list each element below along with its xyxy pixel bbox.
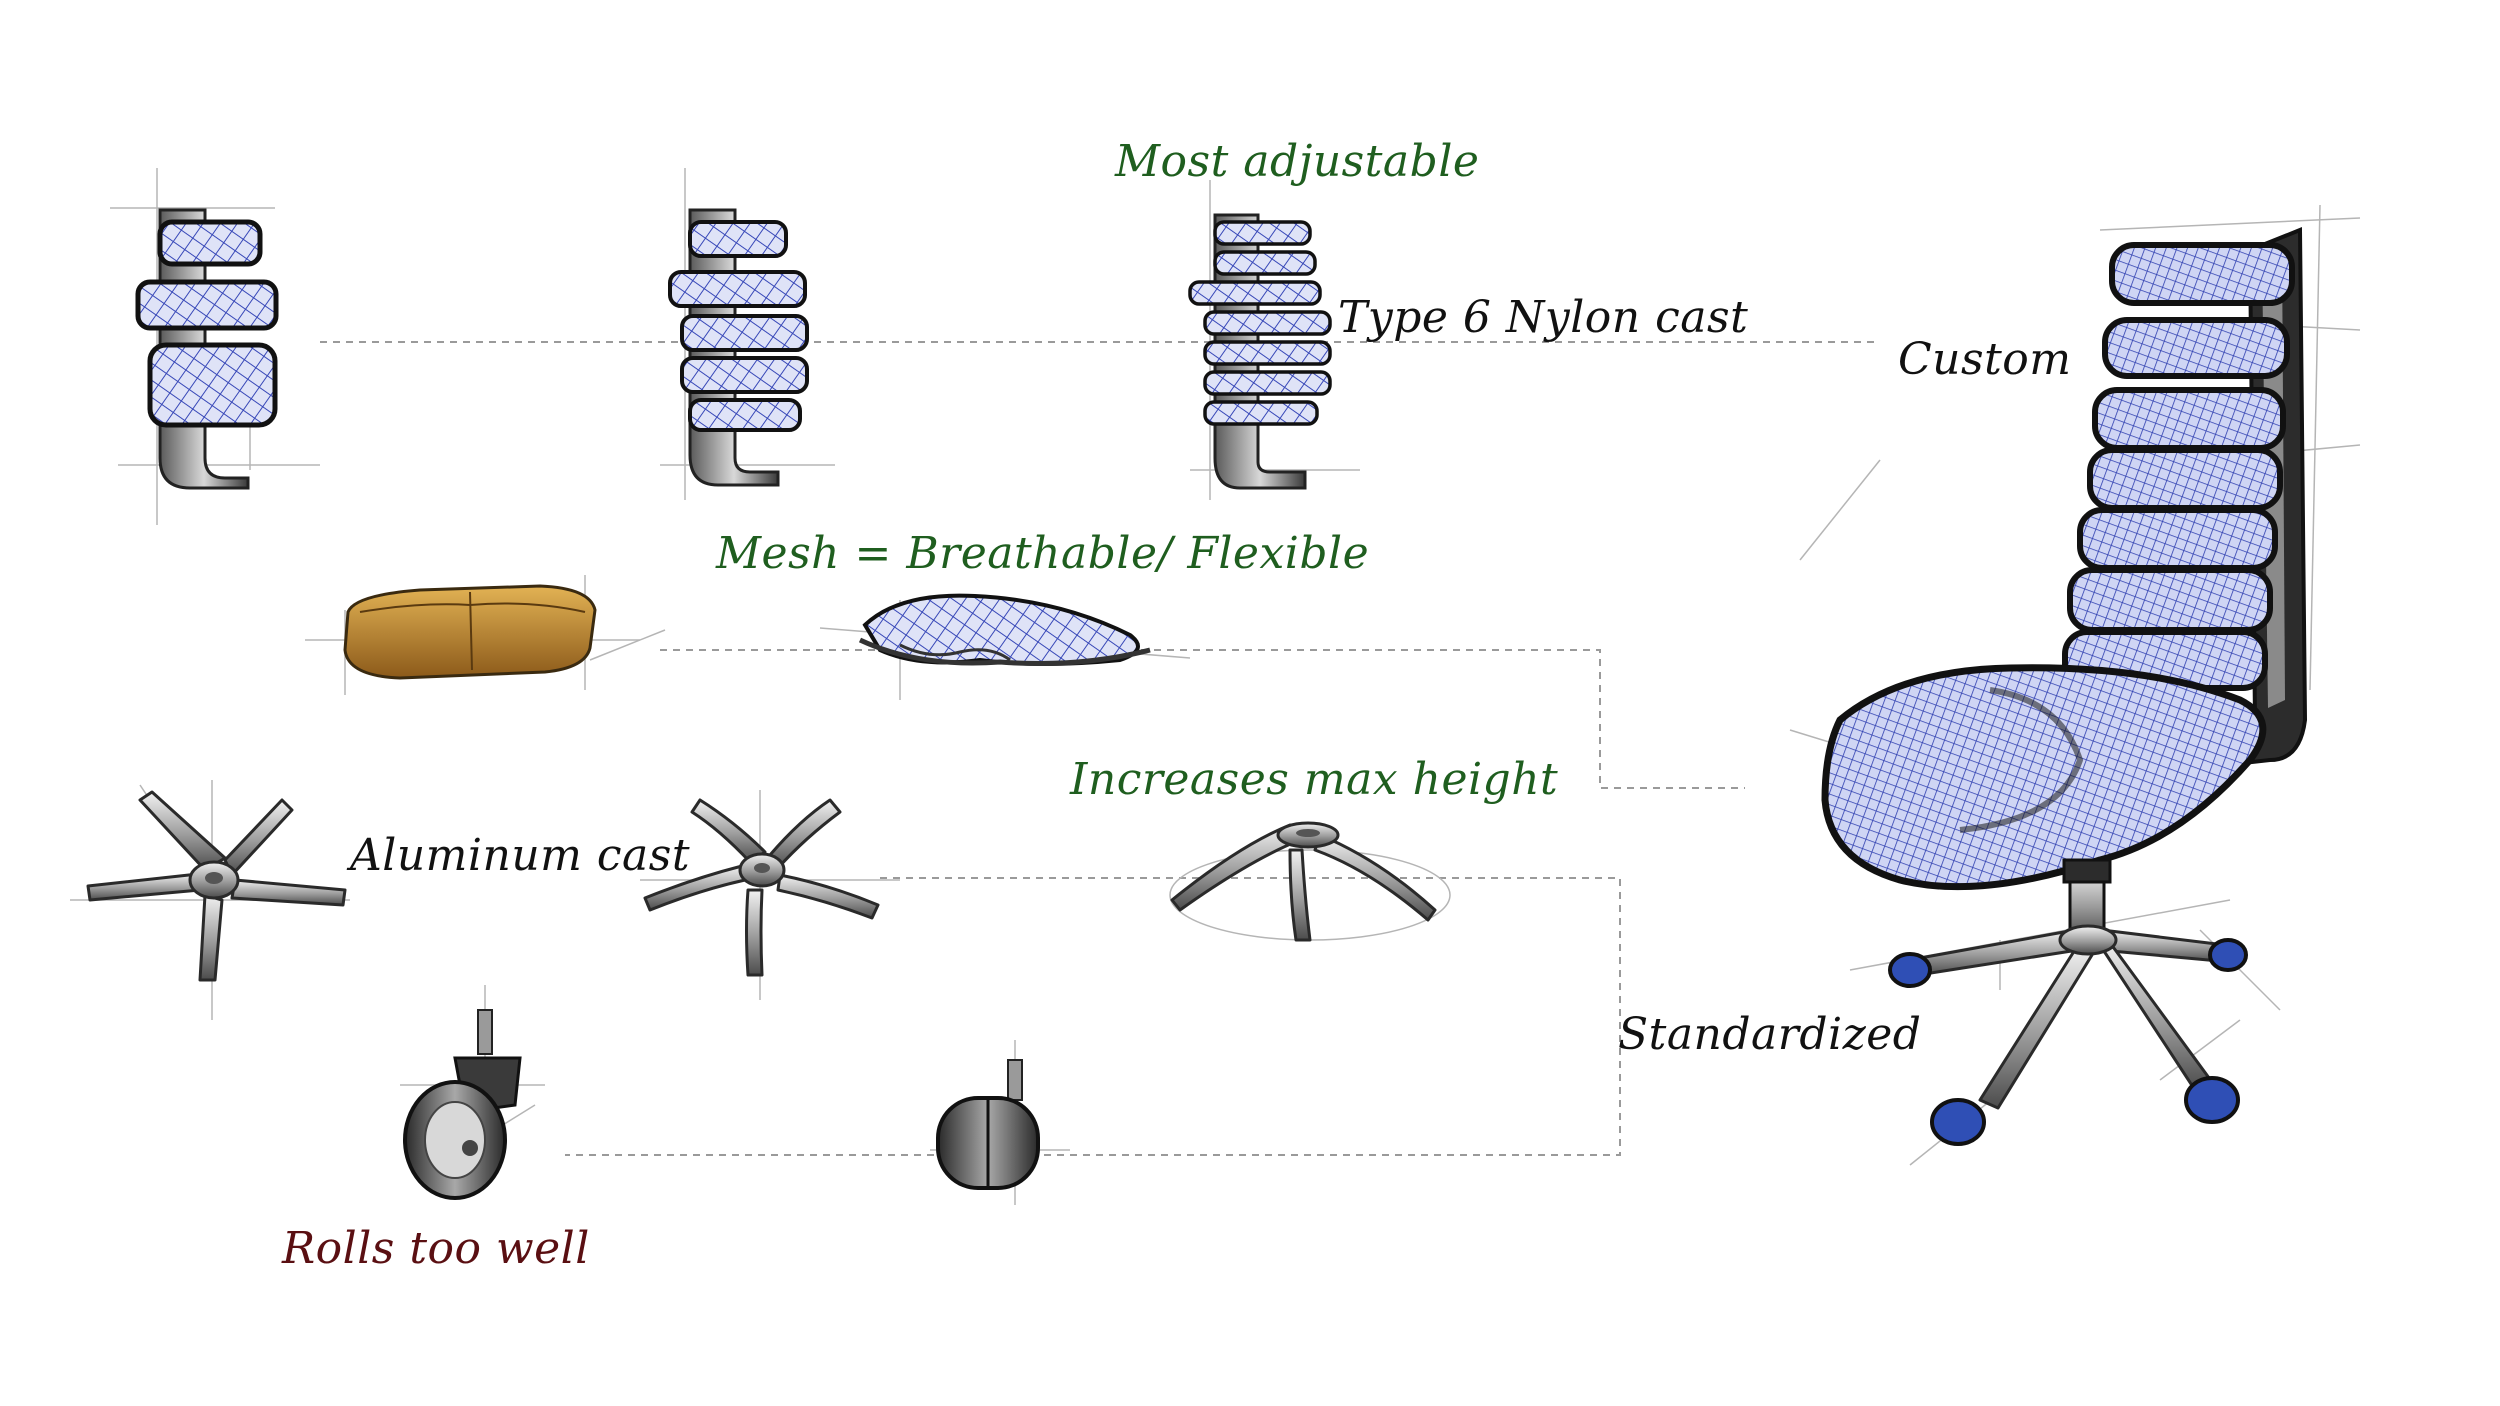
label-custom: Custom bbox=[1898, 334, 2072, 385]
label-rolls-too-well: Rolls too well bbox=[282, 1223, 590, 1274]
five-star-base-raised-icon bbox=[1169, 821, 1451, 942]
mesh-office-chair-icon bbox=[1789, 204, 2361, 1166]
label-increases-height: Increases max height bbox=[1070, 754, 1559, 805]
label-aluminum-cast: Aluminum cast bbox=[350, 830, 691, 881]
ball-caster-icon bbox=[930, 1040, 1070, 1205]
backrest-seven-pads-icon bbox=[1188, 180, 1360, 500]
label-mesh-breathable: Mesh = Breathable/ Flexible bbox=[716, 528, 1370, 579]
leather-cushion-seat-icon bbox=[305, 575, 666, 695]
mesh-seat-icon bbox=[819, 593, 1191, 700]
five-star-base-curved-icon bbox=[640, 790, 900, 1000]
label-type6-nylon-cast: Type 6 Nylon cast bbox=[1338, 292, 1749, 343]
five-star-base-straight-icon bbox=[70, 780, 350, 1020]
base-connector bbox=[565, 877, 1621, 1156]
label-standardized: Standardized bbox=[1618, 1009, 1922, 1060]
label-most-adjustable: Most adjustable bbox=[1115, 136, 1480, 187]
wheel-caster-icon bbox=[400, 985, 545, 1200]
backrest-wide-pads-icon bbox=[110, 168, 320, 525]
backrest-five-pads-icon bbox=[660, 168, 835, 500]
